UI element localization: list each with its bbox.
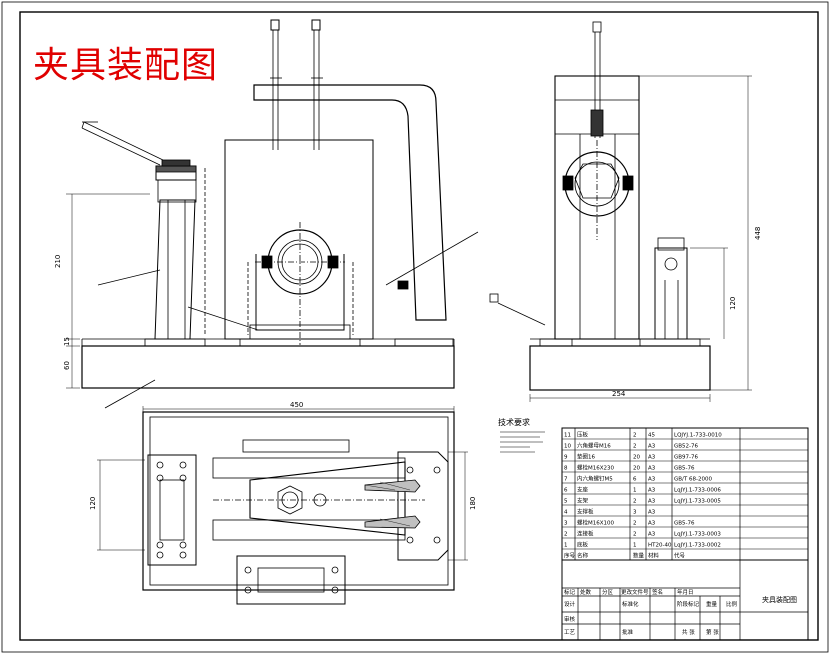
- tb-r4-2: 共 张: [682, 628, 695, 636]
- bom-cell-qty: 数量: [633, 552, 645, 560]
- bom-cell-no: 9: [564, 455, 568, 461]
- side-view: [489, 21, 752, 402]
- bom-cell-no: 10: [564, 444, 571, 450]
- notes-lines: [500, 431, 545, 453]
- bom-cell-name: 支撑板: [577, 508, 594, 516]
- bom-cell-no: 5: [564, 499, 568, 505]
- bom-cell-mat: A3: [648, 488, 656, 494]
- bom-cell-mat: A3: [648, 466, 656, 472]
- bom-cell-name: 支架: [577, 497, 589, 505]
- tb-r4-3: 第 张: [706, 628, 719, 636]
- dim-254: 254: [612, 390, 626, 398]
- bom-cell-name: 六角螺母M16: [577, 442, 611, 450]
- bom-cell-mat: 材料: [648, 552, 660, 560]
- bom-cell-code: LQJYJ.1-733-0010: [674, 433, 722, 439]
- bom-cell-code: GB52-76: [674, 444, 699, 450]
- bom-cell-qty: 2: [633, 499, 637, 505]
- front-view: [66, 19, 479, 409]
- bom-cell-name: 垫圈16: [577, 453, 595, 461]
- bom-cell-qty: 6: [633, 477, 637, 483]
- bom-cell-mat: A3: [648, 477, 656, 483]
- bom-cell-name: 支座: [577, 486, 589, 494]
- tb-r1-5: 年月日: [677, 588, 694, 596]
- bom-cell-no: 7: [564, 477, 568, 483]
- bom-cell-qty: 3: [633, 510, 637, 516]
- dim-448: 448: [754, 227, 762, 240]
- tb-r4-0: 工艺: [564, 629, 576, 636]
- bom-cell-code: LqJYJ.1-733-0006: [674, 488, 721, 494]
- bom-cell-mat: A3: [648, 444, 656, 450]
- dim-450: 450: [290, 401, 303, 409]
- bom-cell-mat: 45: [648, 433, 655, 439]
- bom-cell-code: 代号: [674, 552, 686, 560]
- tb-r2-4: 比例: [726, 600, 738, 608]
- bom-cell-qty: 2: [633, 433, 637, 439]
- tb-r2-3: 重量: [706, 600, 718, 608]
- bom-cell-code: GB97-76: [674, 455, 699, 461]
- bom-cell-qty: 1: [633, 488, 637, 494]
- bom-cell-no: 3: [564, 521, 568, 527]
- bom-cell-qty: 2: [633, 532, 637, 538]
- dim-210: 210: [54, 255, 62, 268]
- bom-cell-qty: 20: [633, 466, 640, 472]
- bom-cell-name: 螺栓M16X230: [577, 464, 615, 472]
- bom-cell-mat: A3: [648, 521, 656, 527]
- tb-r1-4: 签名: [652, 588, 663, 596]
- bom-cell-name: 内六角螺钉M5: [577, 475, 613, 483]
- bom-cell-no: 4: [564, 510, 568, 516]
- top-view: [97, 406, 468, 605]
- bom-cell-name: 名称: [577, 552, 589, 560]
- bom-cell-qty: 2: [633, 521, 637, 527]
- dim-180: 180: [469, 497, 477, 510]
- bom-cell-code: LqJYJ.1-733-0003: [674, 532, 721, 538]
- bom-cell-no: 2: [564, 532, 568, 538]
- bom-cell-code: LqJYJ.1-733-0005: [674, 499, 721, 505]
- bom-cell-code: GB/T 68-2000: [674, 477, 712, 483]
- tb-r1-3: 更改文件号: [621, 588, 649, 596]
- dim-120-top: 120: [89, 497, 97, 510]
- tb-r2-1: 标准化: [622, 600, 639, 608]
- tb-r1-1: 处数: [580, 588, 592, 596]
- bom-cell-mat: A3: [648, 499, 656, 505]
- drawing-title: 夹具装配图: [33, 45, 219, 86]
- bom-cell-no: 6: [564, 488, 568, 494]
- dim-15: 15: [63, 337, 71, 346]
- bom-cell-code: LqJYJ.1-733-0002: [674, 543, 721, 549]
- bom-cell-code: GB5-76: [674, 466, 695, 472]
- bom-cell-mat: A3: [648, 455, 656, 461]
- dim-120-side: 120: [729, 297, 737, 310]
- bom-cell-name: 连接板: [577, 530, 594, 538]
- bom-cell-no: 11: [564, 433, 571, 439]
- bom-cell-name: 底板: [577, 541, 589, 549]
- tb-r4-1: 批准: [622, 628, 634, 636]
- bom-cell-mat: HT20-40: [648, 543, 672, 549]
- bom-cell-no: 8: [564, 466, 568, 472]
- tb-r1-2: 分区: [602, 588, 614, 596]
- titleblock-drawing-name: 夹具装配图: [762, 595, 797, 604]
- bom-cell-code: GB5-76: [674, 521, 695, 527]
- dim-60: 60: [63, 361, 71, 370]
- bom-cell-qty: 1: [633, 543, 637, 549]
- tb-r2-2: 阶段标记: [677, 600, 700, 608]
- bom-cell-name: 螺栓M16X100: [577, 519, 615, 527]
- bom-cell-name: 压板: [577, 431, 589, 439]
- bom-cell-no: 1: [564, 543, 568, 549]
- bom-cell-mat: A3: [648, 532, 656, 538]
- bom-cell-qty: 20: [633, 455, 640, 461]
- tb-r1-0: 标记: [564, 588, 576, 596]
- bom-cell-no: 序号: [564, 552, 576, 560]
- title-block: [561, 559, 809, 641]
- notes-heading: 技术要求: [498, 417, 530, 427]
- bom-cell-mat: A3: [648, 510, 656, 516]
- bom-cell-qty: 2: [633, 444, 637, 450]
- inner-border: [19, 11, 819, 641]
- tb-r3-0: 审核: [564, 615, 576, 623]
- tb-r2-0: 设计: [564, 600, 576, 608]
